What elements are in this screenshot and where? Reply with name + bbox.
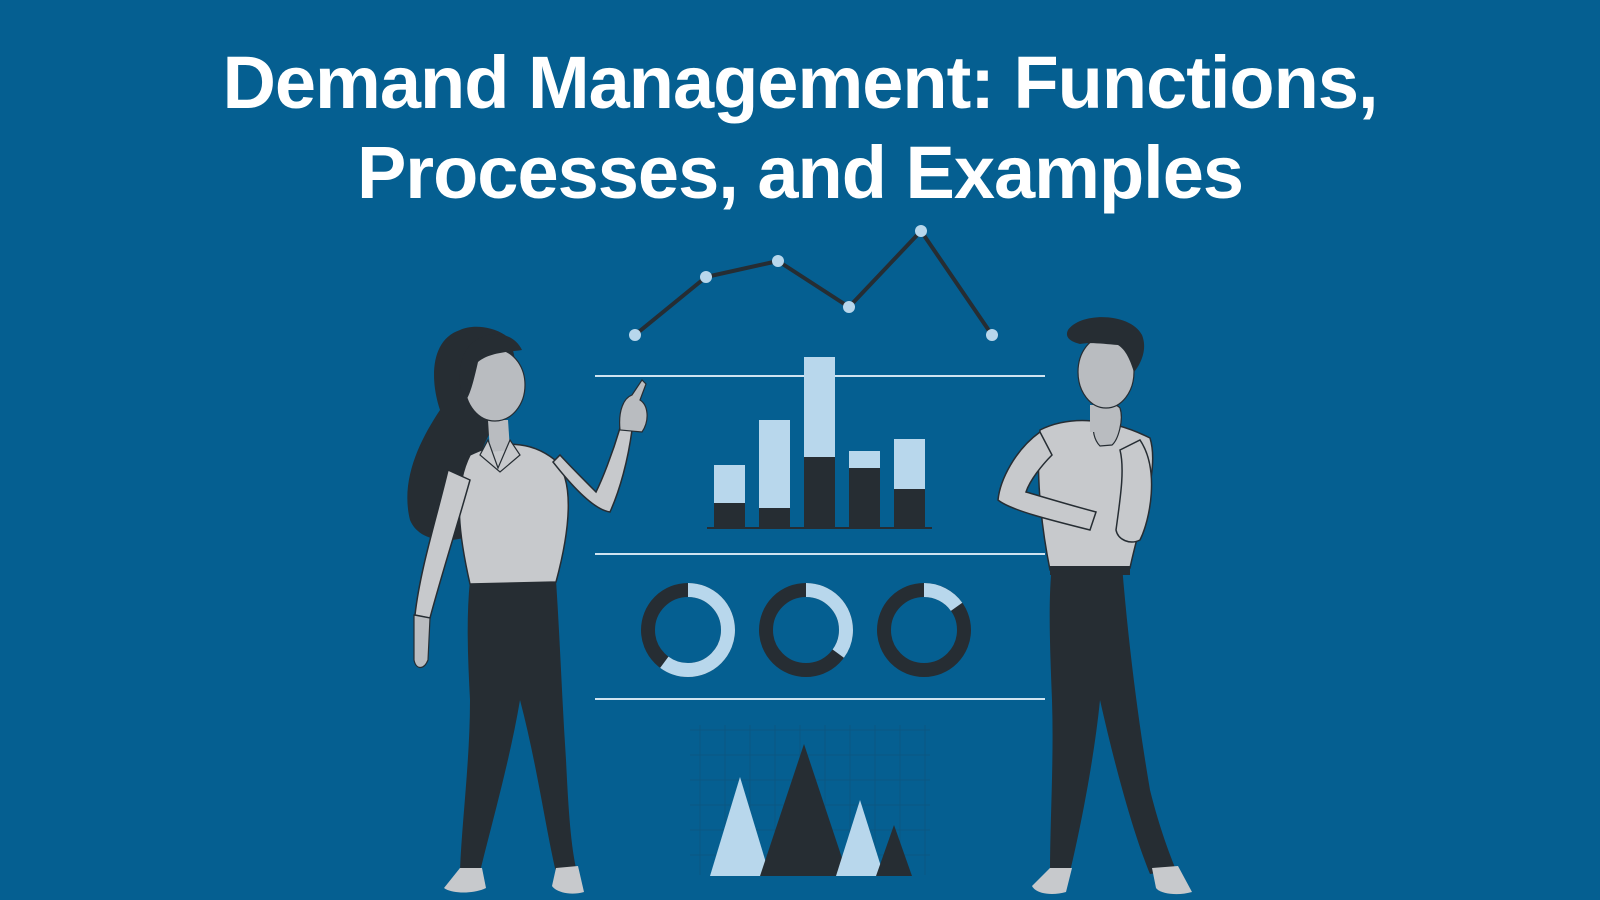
triangle-shape: [710, 777, 770, 876]
bar: [714, 465, 745, 528]
line-chart-illustration: [629, 225, 998, 341]
bar: [759, 420, 790, 528]
triangle-shape: [836, 800, 884, 876]
line-chart-point: [986, 329, 998, 341]
donut-chart: [877, 583, 971, 677]
page-title: Demand Management: Functions, Processes,…: [0, 38, 1600, 218]
line-chart-point: [629, 329, 641, 341]
title-line-1: Demand Management: Functions,: [222, 41, 1378, 124]
triangle-chart-illustration: [690, 725, 930, 876]
line-chart-point: [700, 271, 712, 283]
title-line-2: Processes, and Examples: [356, 131, 1244, 214]
triangle-shape: [876, 825, 912, 876]
donut-chart: [641, 583, 735, 677]
bar: [894, 439, 925, 528]
bar: [804, 357, 835, 528]
line-chart-point: [772, 255, 784, 267]
bar: [849, 451, 880, 528]
line-chart-point: [915, 225, 927, 237]
line-chart-point: [843, 301, 855, 313]
donut-charts-illustration: [641, 583, 971, 677]
triangle-shape: [760, 744, 848, 876]
man-figure: [997, 317, 1192, 895]
donut-chart: [759, 583, 853, 677]
bar-chart-illustration: [707, 357, 932, 529]
woman-figure: [407, 326, 648, 894]
